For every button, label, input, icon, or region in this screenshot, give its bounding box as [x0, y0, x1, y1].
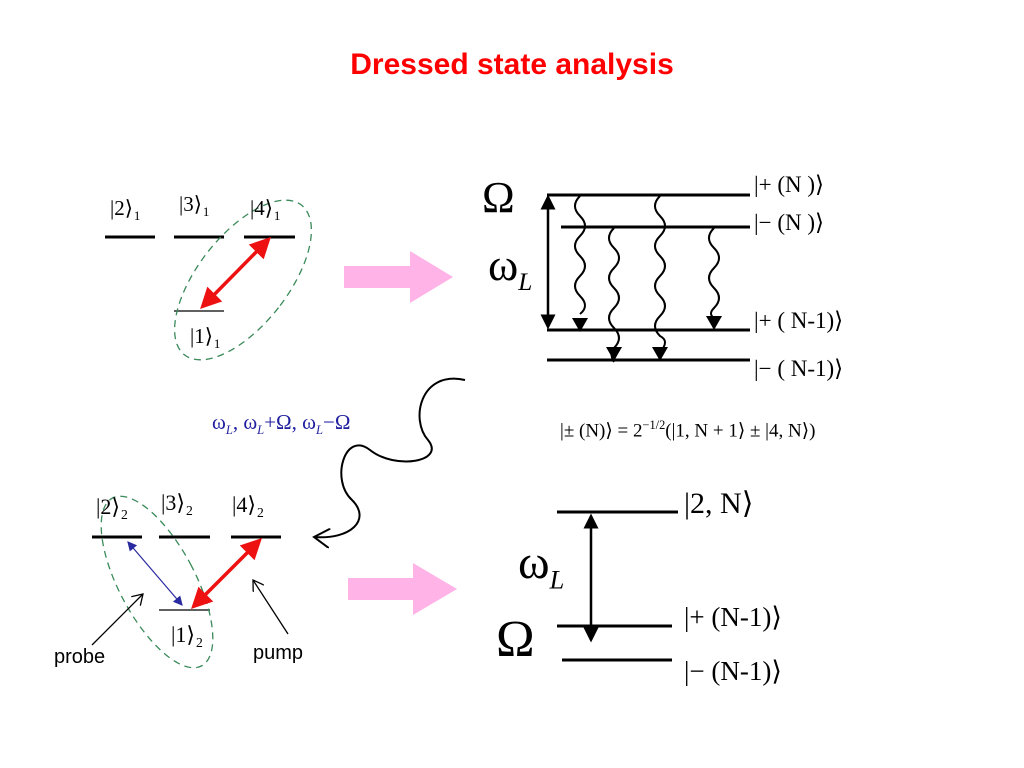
top-right-dressed-diagram	[540, 193, 750, 363]
ket-2-N: |2, N⟩	[684, 487, 754, 520]
transition-2-head	[606, 347, 622, 361]
ket-4-1: |4⟩1	[250, 196, 281, 223]
ket-plus-N-1: |+ ( N-1)⟩	[754, 308, 844, 333]
omega-rabi-symbol: Ω	[496, 611, 535, 668]
transition-4-head	[706, 316, 722, 330]
pump-pointer-arrow	[253, 580, 289, 635]
wavy-transition-1	[574, 195, 586, 315]
bottom-level-diagram	[91, 495, 289, 669]
pump-label: pump	[253, 642, 304, 664]
omega-laser-symbol: ωL	[488, 239, 533, 297]
omega-rabi-symbol: Ω	[482, 173, 515, 222]
ket-1-1: |1⟩1	[190, 324, 221, 351]
ket-minus-N-1: |− ( N-1)⟩	[754, 356, 844, 381]
pump-double-arrow	[200, 237, 271, 309]
ket-1-2: |1⟩2	[171, 622, 203, 650]
probe-label: probe	[54, 646, 106, 668]
wavy-transition-4	[708, 227, 720, 319]
wavy-transition-3	[654, 195, 666, 353]
probe-pointer-arrow	[91, 594, 143, 646]
ket-minus-N: |− (N )⟩	[754, 210, 824, 235]
omega-laser-symbol: ωL	[518, 536, 565, 595]
ket-2-2: |2⟩2	[96, 494, 128, 522]
pump-double-arrow	[191, 538, 262, 609]
top-level-diagram	[105, 199, 313, 361]
dressed-state-equation: |± (N)⟩ = 2−1/2(|1, N + 1⟩ ± |4, N⟩)	[560, 418, 816, 442]
wavy-transition-2	[608, 227, 620, 363]
ket-plus-N-1: |+ (N-1)⟩	[684, 602, 782, 632]
coupled-levels-ellipse	[100, 495, 214, 669]
ket-2-1: |2⟩1	[110, 196, 141, 223]
ket-3-1: |3⟩1	[179, 192, 210, 219]
coupled-levels-ellipse	[173, 199, 313, 361]
connecting-wavy-arrow	[314, 377, 466, 538]
ket-plus-N: |+ (N )⟩	[754, 172, 824, 197]
ket-3-2: |3⟩2	[161, 490, 193, 518]
ket-minus-N-1: |− (N-1)⟩	[684, 656, 782, 686]
ket-4-2: |4⟩2	[232, 492, 264, 520]
block-arrow-top	[344, 251, 453, 303]
probe-double-arrow	[127, 541, 183, 606]
bottom-right-dressed-diagram	[557, 510, 678, 662]
page-title: Dressed state analysis	[350, 48, 674, 81]
frequencies-label: ωL, ωL+Ω, ωL−Ω	[212, 410, 351, 438]
block-arrow-bottom	[348, 563, 457, 615]
transition-3-head	[652, 347, 668, 361]
transition-1-head	[572, 318, 588, 332]
